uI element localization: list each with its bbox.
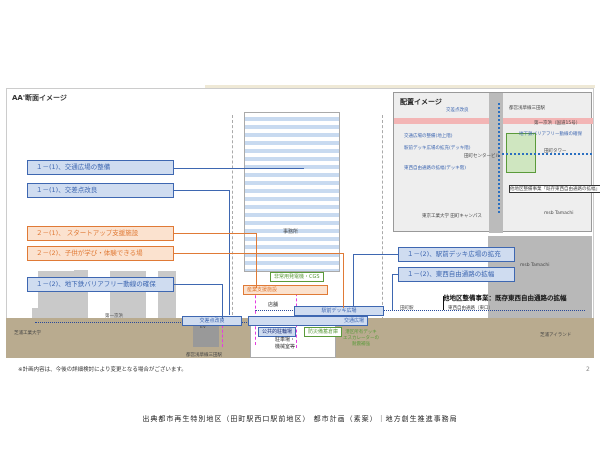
inset-label: 東京工業大学 田町キャンパス bbox=[422, 214, 482, 219]
boundary-line bbox=[382, 115, 383, 320]
leader-line bbox=[229, 190, 230, 315]
inset-label: 地下鉄バリアフリー動線の確保 bbox=[519, 132, 582, 137]
deck-tag: 駅前デッキ広場 bbox=[294, 306, 384, 316]
page-number: 2 bbox=[586, 366, 590, 373]
inset-label: 都営浅草線三田駅 bbox=[509, 106, 545, 111]
other-project-label: 他地区整備事業：既存東西自由通路の拡幅 bbox=[443, 294, 567, 302]
inset-label: 第一京浜（国道15号） bbox=[534, 121, 581, 126]
label-startup: ２－(1)、 スタートアップ支援施設 bbox=[27, 226, 174, 241]
plan-note: ※計画内容は、今後の詳細検討により変更となる場合がございます。 bbox=[18, 367, 187, 373]
subway-label: 都営浅草線三田駅 bbox=[186, 353, 222, 358]
inset-label: 田町センタービル bbox=[464, 154, 500, 159]
route-line bbox=[498, 103, 500, 213]
label-free-passage: １－(2)、東西自由通路の拡幅 bbox=[398, 267, 515, 282]
label-traffic-plaza: １－(1)、交通広場の整備 bbox=[27, 160, 174, 175]
top-rule bbox=[205, 85, 595, 88]
office-label: 事務所 bbox=[283, 229, 299, 235]
left-street-label: 芝浦工業大学 bbox=[14, 331, 41, 336]
background-building bbox=[32, 308, 42, 320]
passage-label: 東西自由通路（東口） bbox=[448, 306, 493, 311]
leader-line bbox=[353, 254, 354, 306]
deck-flow bbox=[255, 310, 585, 311]
leader-line bbox=[443, 296, 444, 310]
shop-tag: 店舗 bbox=[268, 302, 279, 308]
leader-line bbox=[353, 254, 398, 255]
cgs-tag: 非常用発電機・CGS bbox=[270, 272, 324, 282]
office-tower bbox=[244, 112, 340, 272]
station-label: 田町駅 bbox=[400, 306, 414, 311]
label-intersection: １－(1)、交差点改良 bbox=[27, 183, 174, 198]
inset-label: 他地区整備事業「既存東西自由通路の拡幅」 bbox=[509, 185, 600, 193]
source-footer: 出典都市再生特別地区（田町駅西口駅前地区） 都市計画（素案）｜地方創生推進事務局 bbox=[142, 415, 458, 423]
bike-tag: 公共的駐輪場 bbox=[258, 327, 297, 337]
station-strip bbox=[489, 93, 503, 233]
industry-tag: 産業支援施設 bbox=[243, 285, 328, 295]
parking-tag: 駐車場・ 機械室等 bbox=[275, 337, 296, 350]
street-label: 第一京浜 bbox=[105, 314, 123, 319]
leader-line bbox=[222, 284, 223, 319]
leader-line bbox=[174, 190, 230, 191]
leader-line bbox=[174, 253, 344, 254]
ev-label: EV bbox=[200, 325, 206, 330]
escalator-tag: 港区所有デッキ エスカレーターの 耐震補強 bbox=[343, 330, 379, 347]
label-children: ２－(2)、子供が学び・体験できる場 bbox=[27, 246, 174, 261]
subway-entrance bbox=[193, 325, 219, 347]
leader-line bbox=[174, 168, 304, 169]
leader-line bbox=[343, 253, 344, 308]
inset-label: 交通広場の整備(地上階) bbox=[404, 134, 453, 139]
inset-label: 駅前デッキ広場の拡充(デッキ階) bbox=[404, 146, 471, 151]
vertical-flow bbox=[222, 325, 223, 347]
leader-line bbox=[174, 284, 222, 285]
pedestrian-flow bbox=[35, 322, 265, 323]
inset-title: 配置イメージ bbox=[400, 98, 442, 106]
label-subway-bf: １－(2)、地下鉄バリアフリー動線の確保 bbox=[27, 277, 174, 292]
section-title: AA'断面イメージ bbox=[12, 94, 67, 102]
msb-label: msb Tamachi bbox=[520, 263, 550, 268]
intersection-tag: 交差点改良 bbox=[182, 316, 242, 326]
route-line bbox=[502, 153, 592, 155]
layout-map-inset: 配置イメージ 交差点改良 交通広場の整備(地上階) 駅前デッキ広場の拡充(デッキ… bbox=[393, 92, 600, 233]
right-end-label: 芝浦アイランド bbox=[540, 333, 572, 338]
inset-label: msb Tamachi bbox=[544, 211, 574, 216]
inset-label: 交差点改良 bbox=[446, 108, 469, 113]
leader-line bbox=[392, 274, 393, 310]
leader-line bbox=[256, 233, 257, 288]
leader-line bbox=[392, 274, 398, 275]
storage-tag: 防災備蓄倉庫 bbox=[304, 327, 343, 337]
leader-line bbox=[174, 233, 256, 234]
inset-label: 田町タワー bbox=[544, 149, 567, 154]
boundary-line bbox=[232, 115, 233, 320]
label-deck-plaza: １－(2)、駅前デッキ広場の拡充 bbox=[398, 247, 515, 262]
inset-label: 東西自由通路の拡幅(デッキ階) bbox=[404, 166, 467, 171]
traffic-tag: 交通広場 bbox=[248, 316, 368, 326]
